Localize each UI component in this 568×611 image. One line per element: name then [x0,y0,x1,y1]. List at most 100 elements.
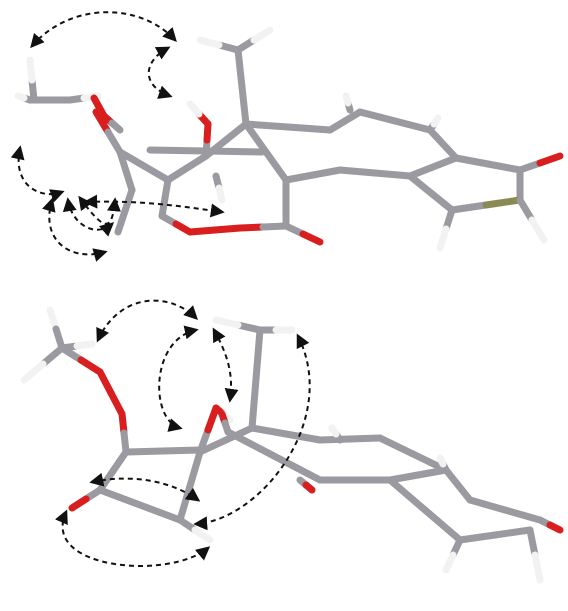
bond [501,506,544,524]
bond [270,452,324,484]
bond [234,46,246,91]
bottom-noe-correlations [55,299,311,567]
bond [328,424,340,438]
bond [196,36,223,49]
bond [336,166,379,177]
bond [282,171,317,184]
bond [146,146,210,155]
bond [526,526,539,559]
noe-arrow [147,46,173,99]
noe-arrow [212,327,239,403]
bond [114,207,129,236]
bond [309,166,344,179]
bond [536,152,564,167]
bond [248,375,260,432]
bond [436,225,450,252]
bond [406,172,435,197]
noe-arrow [10,145,65,203]
bond [108,119,124,134]
top-noe-correlations [10,11,225,262]
bond [406,163,437,180]
bond [14,92,28,102]
bond [466,496,509,514]
bond [238,83,250,128]
bond [202,147,266,156]
bond [376,434,417,458]
bond [516,196,536,224]
bond [242,120,292,131]
bond [68,495,90,512]
bond [73,340,96,350]
bond [531,551,544,584]
bond [109,448,130,475]
bond [222,120,250,144]
bond [484,160,524,174]
bond [242,120,270,156]
bond [164,164,191,184]
bond [342,92,352,107]
bond [491,526,534,539]
bond [215,184,226,204]
bond [430,114,442,128]
bond [421,506,464,544]
bond [136,501,184,524]
top-molecule-model [14,26,564,252]
bond [92,108,112,136]
bond [186,448,204,490]
bond [224,428,278,460]
noe-arrow [42,197,108,262]
bond [211,224,244,234]
bottom-molecule-model [20,306,564,584]
bond [191,526,214,544]
bond [316,435,354,444]
bond [96,486,144,509]
bond [236,223,267,232]
bond [104,128,124,156]
bond [122,447,167,456]
noe-arrow [193,333,311,531]
bond [546,521,564,534]
bond [356,108,399,125]
bond [414,466,450,479]
noe-arrow [158,325,199,432]
bond [107,389,126,418]
bond [427,189,456,214]
noe-arrow [83,194,225,218]
bond [212,316,242,329]
bond [516,159,544,174]
bond [58,344,85,364]
noe-arrow [89,472,201,502]
bond [259,222,290,231]
bond [302,481,316,494]
bond [252,326,264,383]
bond [248,424,290,438]
bond [386,471,422,484]
bond [528,216,548,244]
bond [96,368,115,397]
bond [284,123,334,134]
bond [346,434,384,443]
bond [386,476,429,514]
bond [391,117,434,134]
bond [262,148,290,184]
bond [282,430,324,444]
noe-arrow [30,11,177,49]
noe-arrow [55,509,211,567]
bond [39,344,66,368]
bond [186,226,219,236]
bond [456,531,499,544]
bond [452,154,492,168]
bond [77,356,104,376]
bond [159,446,204,455]
bond [371,169,414,180]
bond [183,152,210,172]
bond [442,551,457,574]
bond [429,154,460,171]
bond [299,230,324,246]
bond [234,321,264,334]
noe-arrow [62,197,115,237]
bond [250,26,274,44]
bond [140,162,172,184]
bond [482,196,524,209]
bond [26,56,36,84]
